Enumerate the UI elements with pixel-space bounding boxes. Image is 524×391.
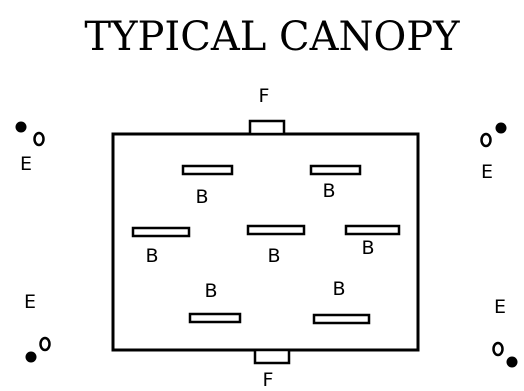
e-top-left-filled-dot bbox=[15, 121, 27, 133]
bar-b6 bbox=[188, 312, 242, 324]
bar-b3-label: B bbox=[145, 245, 158, 267]
e-bottom-left-open-dot bbox=[39, 336, 51, 352]
e-top-right-filled-dot bbox=[495, 122, 507, 134]
e-top-right-open-dot bbox=[480, 132, 492, 148]
fixture-bottom bbox=[253, 348, 291, 365]
e-top-left-open-dot bbox=[33, 131, 45, 147]
e-bottom-left-filled-dot bbox=[25, 351, 37, 363]
bar-b4 bbox=[246, 224, 306, 236]
fixture-top-label: F bbox=[259, 85, 270, 107]
bar-b5 bbox=[344, 224, 401, 236]
bar-b7 bbox=[312, 313, 371, 325]
diagram-title: TYPICAL CANOPY bbox=[84, 14, 460, 60]
bar-b2 bbox=[309, 164, 362, 176]
bar-b7-label: B bbox=[332, 278, 345, 300]
e-top-left-label: E bbox=[20, 153, 32, 175]
fixture-top bbox=[248, 119, 286, 136]
e-bottom-right-open-dot bbox=[492, 341, 504, 357]
bar-b6-label: B bbox=[204, 280, 217, 302]
bar-b3 bbox=[131, 226, 191, 238]
bar-b1 bbox=[181, 164, 234, 176]
e-bottom-left-label: E bbox=[24, 291, 36, 313]
bar-b4-label: B bbox=[267, 245, 280, 267]
e-bottom-right-label: E bbox=[494, 296, 506, 318]
fixture-bottom-label: F bbox=[263, 369, 274, 391]
bar-b2-label: B bbox=[322, 180, 335, 202]
e-top-right-label: E bbox=[481, 161, 493, 183]
e-bottom-right-filled-dot bbox=[506, 356, 518, 368]
bar-b1-label: B bbox=[195, 186, 208, 208]
bar-b5-label: B bbox=[361, 237, 374, 259]
